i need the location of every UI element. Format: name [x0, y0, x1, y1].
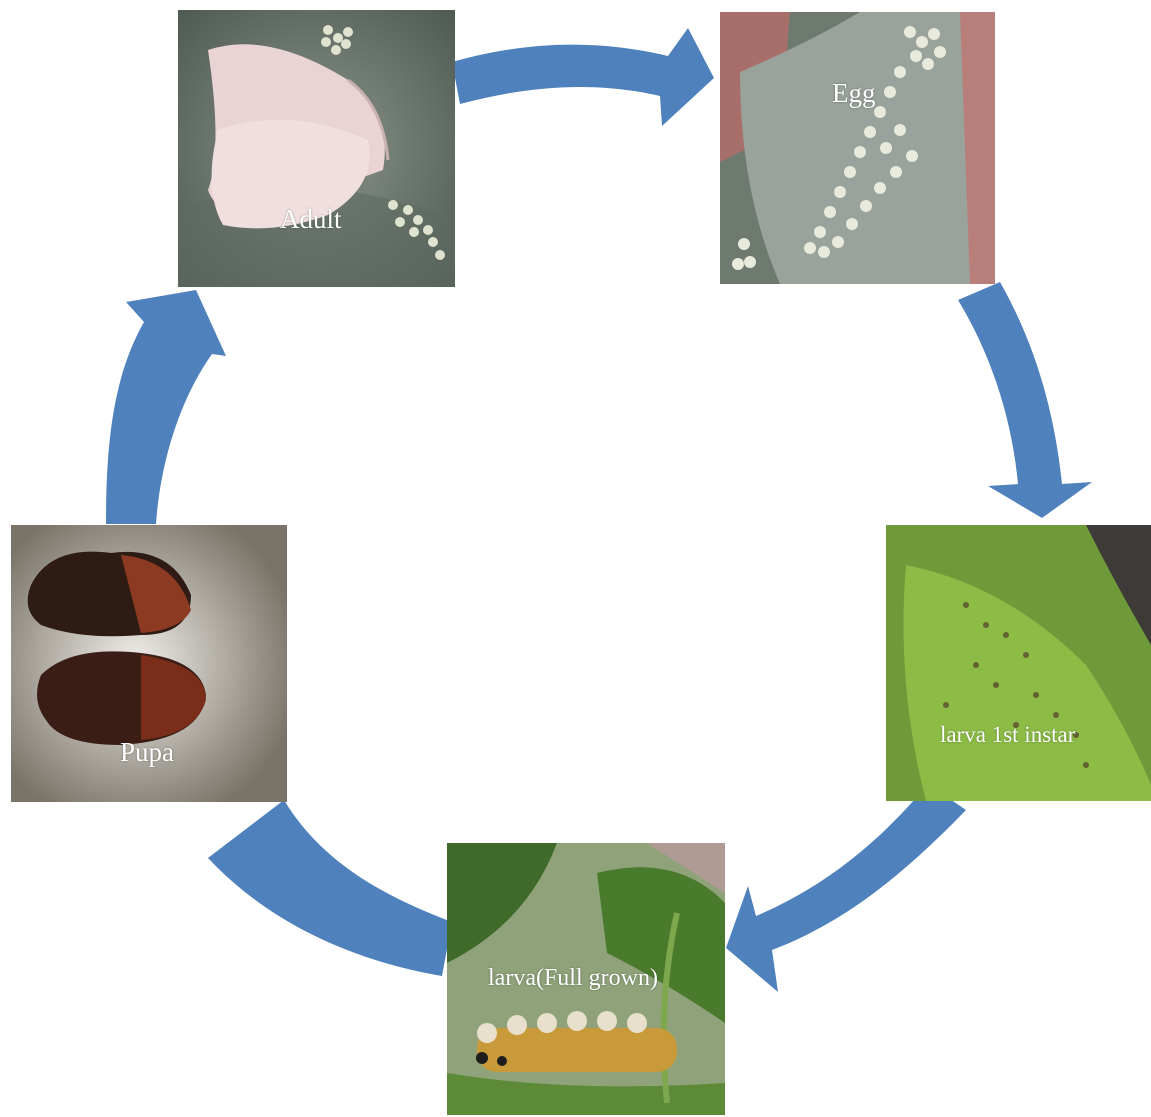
adult-moth-photo	[178, 10, 455, 287]
arrow-larvafull-to-pupa	[208, 800, 452, 976]
larva-full-grown-label: larva(Full grown)	[488, 965, 658, 992]
egg-label: Egg	[832, 78, 876, 109]
arrow-larva1-to-larvafull	[726, 784, 966, 992]
pupa-label: Pupa	[120, 737, 174, 768]
arrow-pupa-to-adult	[106, 290, 226, 524]
larva-first-instar-photo	[886, 525, 1151, 801]
arrow-adult-to-egg	[452, 28, 714, 126]
egg-photo	[720, 12, 995, 284]
arrow-egg-to-larva1	[958, 282, 1092, 518]
larva-first-instar-label: larva 1st instar	[940, 722, 1075, 748]
adult-label: Adult	[280, 204, 342, 235]
